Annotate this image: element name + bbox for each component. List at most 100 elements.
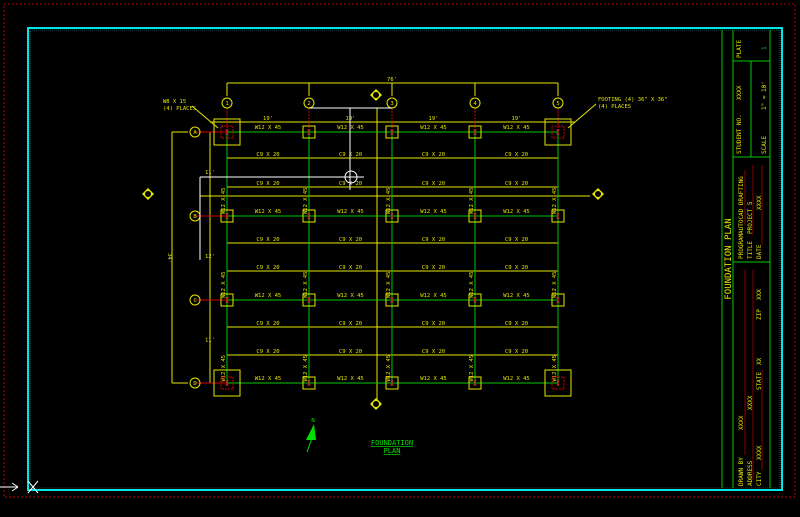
column-i-beam-icon: I [225,297,229,305]
column-i-beam-icon: I [307,129,311,137]
plate-label: PLATE [736,40,743,58]
column-base-plate [551,209,565,223]
note-right-line1: FOOTING (4) 36" X 36" [598,97,668,103]
row-grid-bubble [189,377,201,389]
channel-label: C9 X 20 [505,152,528,158]
channel-label: C9 X 20 [505,181,528,187]
column-i-beam-icon: I [473,129,477,137]
channel-label: C9 X 20 [339,237,362,243]
program-label: PROGRAM [738,233,745,259]
beam-label: W12 X 45 [420,209,447,215]
column-base-plate [302,376,316,390]
section-marker-icon [373,401,379,407]
section-marker-icon [373,92,379,98]
row-grid-bubble [189,294,201,306]
beam-label-vertical: W12 X 45 [469,272,475,299]
column-base-plate [385,125,399,139]
column-i-beam-icon: I [556,297,560,305]
address-label: ADDRESS [747,460,754,486]
note-left-line2: (4) PLACES [163,106,196,112]
channel-label: C9 X 20 [256,181,279,187]
channel-label: C9 X 20 [422,181,445,187]
beam-label: W12 X 45 [255,125,282,131]
date-label: DATE [756,244,763,259]
note-leader [567,103,597,129]
column-i-beam-icon: I [225,380,229,388]
address-value: XXXX [747,395,754,410]
column-i-beam-icon: I [556,129,560,137]
beam-label-vertical: W12 X 45 [386,188,392,215]
zip-value: XXX [756,289,763,300]
bay-dimension: 19' [263,116,273,122]
overall-dimension: 76' [387,77,397,83]
column-base-plate [302,209,316,223]
channel-label: C9 X 20 [422,349,445,355]
channel-label: C9 X 20 [505,321,528,327]
column-base-plate [468,376,482,390]
channel-label: C9 X 20 [505,349,528,355]
channel-label: C9 X 20 [422,321,445,327]
row-grid-tag: A [193,130,197,136]
footing [213,118,241,146]
column-grid-tag: 3 [390,101,393,107]
beam-label: W12 X 45 [337,376,364,382]
column-base-plate [551,376,565,390]
student-no: XXXX [736,85,743,100]
beam-label: W12 X 45 [503,376,530,382]
beam-label: W12 X 45 [503,293,530,299]
row-dimension: 11' [205,170,215,176]
sheet-title: FOUNDATION PLAN [724,218,734,299]
title-label: TITLE [747,241,754,259]
column-base-plate [302,293,316,307]
footing [544,118,572,146]
row-grid-tag: B [193,214,197,220]
beam-label-vertical: W12 X 45 [303,188,309,215]
row-grid-bubble [189,126,201,138]
column-base-plate [385,376,399,390]
column-base-plate [468,293,482,307]
beam-label: W12 X 45 [255,376,282,382]
section-marker-icon [145,191,151,197]
title-value: PROJECT 5 [747,201,754,234]
beam-label: W12 X 45 [337,293,364,299]
paper-limits-border [3,3,796,498]
row-grid-tag: D [193,381,196,387]
zip-label: ZIP [756,309,763,320]
beam-label-vertical: W12 X 45 [303,355,309,382]
title-block [721,30,771,488]
row-dimension: 11' [205,338,215,344]
channel-label: C9 X 20 [422,152,445,158]
beam-label: W12 X 45 [337,209,364,215]
column-i-beam-icon: I [307,297,311,305]
column-base-plate [220,209,234,223]
beam-label-vertical: W12 X 45 [552,188,558,215]
column-grid-bubble [552,97,564,109]
column-base-plate [385,209,399,223]
city-label: CITY [756,471,763,486]
bay-dimension: 19' [512,116,522,122]
channel-label: C9 X 20 [256,152,279,158]
plan-title-line2: PLAN [384,447,401,455]
beam-label-vertical: W12 X 45 [221,355,227,382]
column-i-beam-icon: I [307,213,311,221]
note-leader [191,105,219,129]
beam-label: W12 X 45 [255,293,282,299]
beam-label-vertical: W12 X 45 [469,188,475,215]
program-value: AUTOCAD DRAFTING [738,176,745,234]
column-base-plate [220,376,234,390]
column-i-beam-icon: I [556,380,560,388]
column-base-plate [220,125,234,139]
section-marker-icon [595,191,601,197]
channel-label: C9 X 20 [505,237,528,243]
column-grid-bubble [469,97,481,109]
column-i-beam-icon: I [473,213,477,221]
plan-title-line1: FOUNDATION [371,439,413,447]
column-base-plate [385,293,399,307]
beam-label-vertical: W12 X 45 [552,355,558,382]
crosshair-cursor [199,107,392,260]
beam-label-vertical: W12 X 45 [386,355,392,382]
beam-label: W12 X 45 [255,209,282,215]
